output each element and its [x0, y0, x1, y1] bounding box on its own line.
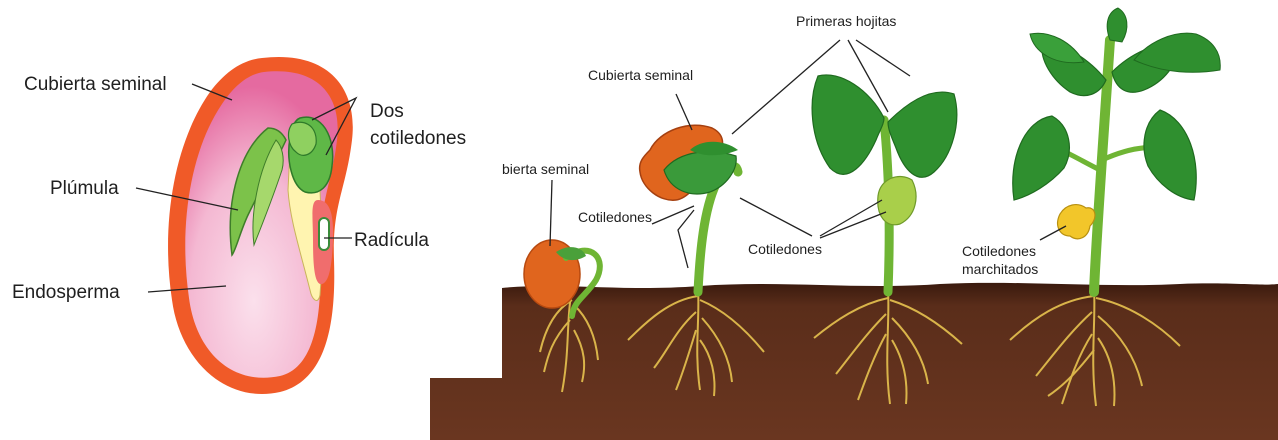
- seed-coat-label-top: Cubierta seminal: [588, 67, 693, 83]
- leaf: [888, 92, 957, 177]
- leaf: [1013, 116, 1070, 200]
- seed-coat-label: Cubierta seminal: [24, 74, 167, 95]
- two-label: Dos: [370, 101, 404, 122]
- leaf: [812, 75, 884, 174]
- first-leaves-label: Primeras hojitas: [796, 13, 896, 29]
- leaf: [1030, 33, 1084, 62]
- cotyledon: [878, 177, 916, 225]
- cotyledons-label-stage2: Cotiledones: [578, 209, 652, 225]
- leader-line: [820, 212, 886, 238]
- leader-line: [652, 206, 694, 224]
- leader-line: [740, 198, 812, 236]
- withered-cotyledons-label-1: Cotiledones: [962, 243, 1036, 259]
- plumule-label: Plúmula: [50, 178, 119, 199]
- radicle-tip: [319, 218, 329, 250]
- leader-line: [676, 94, 692, 130]
- leaf: [1107, 8, 1127, 42]
- radicle-label: Radícula: [354, 230, 429, 251]
- leader-line: [820, 200, 882, 236]
- seed-diagram: Cubierta seminal Dos cotiledones Plúmula…: [12, 57, 466, 394]
- leaf: [1144, 110, 1196, 200]
- seed-coat-label-cut: bierta seminal: [502, 161, 589, 177]
- leader-line: [550, 180, 552, 246]
- withered-cotyledons-label-2: marchitados: [962, 261, 1038, 277]
- endosperm-label: Endosperma: [12, 282, 120, 303]
- leader-line: [856, 40, 910, 76]
- cotyledons-label: cotiledones: [370, 128, 466, 149]
- germination-diagram: Primeras hojitas Cubierta seminal bierta…: [430, 8, 1278, 440]
- withered-cotyledon: [1058, 205, 1095, 239]
- cotyledons-label-stage3: Cotiledones: [748, 241, 822, 257]
- leader-line: [678, 210, 694, 268]
